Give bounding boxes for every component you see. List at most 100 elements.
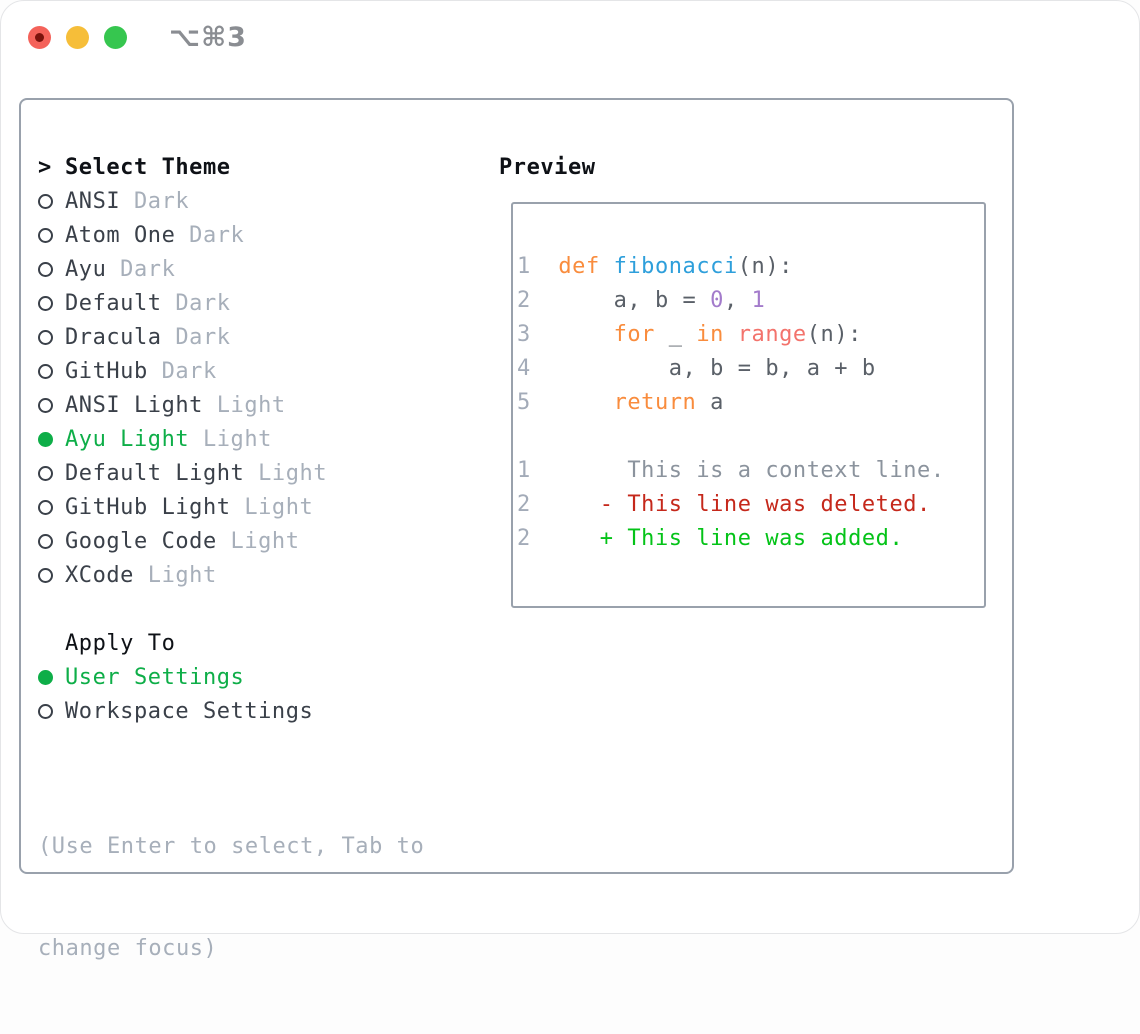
line-number: 2 bbox=[517, 288, 531, 313]
theme-variant-label: Light bbox=[216, 528, 300, 554]
theme-option-ansi-light[interactable]: ANSI Light Light bbox=[38, 388, 424, 422]
theme-option-dracula[interactable]: Dracula Dark bbox=[38, 320, 424, 354]
code-token: for bbox=[613, 322, 655, 347]
zoom-button[interactable] bbox=[104, 26, 127, 49]
code-token: a, b = bbox=[530, 288, 711, 313]
radio-icon bbox=[38, 397, 53, 413]
line-number: 5 bbox=[517, 390, 531, 415]
code-token bbox=[531, 322, 614, 347]
theme-option-atom-one[interactable]: Atom One Dark bbox=[38, 218, 424, 252]
code-token bbox=[531, 254, 559, 279]
code-token: 1 bbox=[751, 288, 766, 313]
apply-to-title: Apply To bbox=[65, 630, 176, 656]
minimize-button[interactable] bbox=[66, 26, 89, 49]
code-token: _ bbox=[654, 322, 697, 347]
theme-option-xcode[interactable]: XCode Light bbox=[38, 558, 424, 592]
theme-variant-label: Light bbox=[133, 562, 217, 588]
code-token bbox=[724, 322, 738, 347]
marker-slot bbox=[38, 669, 65, 685]
radio-selected-icon bbox=[38, 669, 53, 685]
option-label: GitHub Light bbox=[65, 494, 231, 520]
option-label: ANSI Light bbox=[65, 392, 203, 418]
theme-option-default[interactable]: Default Dark bbox=[38, 286, 424, 320]
theme-option-google-code[interactable]: Google Code Light bbox=[38, 524, 424, 558]
line-number: 1 bbox=[517, 458, 531, 483]
option-label: Google Code bbox=[65, 528, 217, 554]
theme-variant-label: Dark bbox=[175, 222, 245, 248]
prompt-caret-icon: > bbox=[38, 154, 52, 180]
code-token: - This line was deleted. bbox=[530, 492, 931, 517]
radio-icon bbox=[38, 193, 53, 209]
code-token: + This line was added. bbox=[530, 526, 904, 551]
line-number: 3 bbox=[517, 322, 531, 347]
code-token: def bbox=[558, 254, 600, 279]
radio-icon bbox=[38, 329, 53, 345]
option-label: Atom One bbox=[65, 222, 176, 248]
close-button[interactable] bbox=[28, 26, 51, 49]
radio-icon bbox=[38, 703, 53, 719]
radio-icon bbox=[38, 567, 53, 583]
radio-icon bbox=[38, 533, 53, 549]
marker-slot bbox=[38, 261, 65, 277]
apply-option-workspace-settings[interactable]: Workspace Settings bbox=[38, 694, 424, 728]
radio-icon bbox=[38, 465, 53, 481]
code-token: return bbox=[613, 390, 697, 415]
theme-option-github-light[interactable]: GitHub Light Light bbox=[38, 490, 424, 524]
hint-line: change focus) bbox=[38, 936, 218, 961]
marker-slot bbox=[38, 431, 65, 447]
preview-line-4: 4 a, b = b, a + b bbox=[517, 352, 984, 386]
line-number: 4 bbox=[517, 356, 531, 381]
code-token: a, b = b, a + b bbox=[530, 356, 876, 381]
preview-title: Preview bbox=[499, 154, 596, 180]
theme-option-ayu[interactable]: Ayu Dark bbox=[38, 252, 424, 286]
marker-slot bbox=[38, 397, 65, 413]
theme-option-ansi[interactable]: ANSI Dark bbox=[38, 184, 424, 218]
radio-icon bbox=[38, 261, 53, 277]
marker-slot bbox=[38, 567, 65, 583]
preview-line-7: 1 This is a context line. bbox=[517, 454, 984, 488]
code-token: (n): bbox=[737, 254, 793, 279]
option-label: Default bbox=[65, 290, 162, 316]
preview-header: Preview bbox=[499, 150, 596, 184]
theme-variant-label: Light bbox=[230, 494, 314, 520]
preview-line-6 bbox=[517, 420, 984, 454]
marker-slot bbox=[38, 499, 65, 515]
option-label: User Settings bbox=[65, 664, 245, 690]
unsaved-dot-icon bbox=[35, 33, 44, 42]
radio-icon bbox=[38, 227, 53, 243]
theme-variant-label: Dark bbox=[161, 324, 231, 350]
option-label: Default Light bbox=[65, 460, 245, 486]
hint-line: (Use Enter to select, Tab to bbox=[38, 834, 425, 859]
marker-slot bbox=[38, 703, 65, 719]
apply-option-user-settings[interactable]: User Settings bbox=[38, 660, 424, 694]
window-title: ⌥⌘3 bbox=[169, 22, 247, 53]
option-label: Workspace Settings bbox=[65, 698, 314, 724]
option-label: GitHub bbox=[65, 358, 148, 384]
preview-line-9: 2 + This line was added. bbox=[517, 522, 984, 556]
option-label: XCode bbox=[65, 562, 134, 588]
code-token: fibonacci bbox=[613, 254, 738, 279]
option-label: Ayu Light bbox=[65, 426, 190, 452]
marker-slot bbox=[38, 465, 65, 481]
theme-option-default-light[interactable]: Default Light Light bbox=[38, 456, 424, 490]
marker-slot bbox=[38, 533, 65, 549]
code-token: (n): bbox=[806, 322, 862, 347]
theme-variant-label: Dark bbox=[120, 188, 190, 214]
code-token: This is a context line. bbox=[530, 458, 945, 483]
traffic-lights bbox=[28, 26, 127, 49]
option-label: Dracula bbox=[65, 324, 162, 350]
code-token bbox=[531, 390, 614, 415]
code-token: 0 bbox=[710, 288, 724, 313]
theme-option-github[interactable]: GitHub Dark bbox=[38, 354, 424, 388]
line-number: 2 bbox=[517, 526, 531, 551]
marker-slot bbox=[38, 193, 65, 209]
marker-slot bbox=[38, 227, 65, 243]
theme-option-ayu-light[interactable]: Ayu Light Light bbox=[38, 422, 424, 456]
code-token: a bbox=[696, 390, 724, 415]
